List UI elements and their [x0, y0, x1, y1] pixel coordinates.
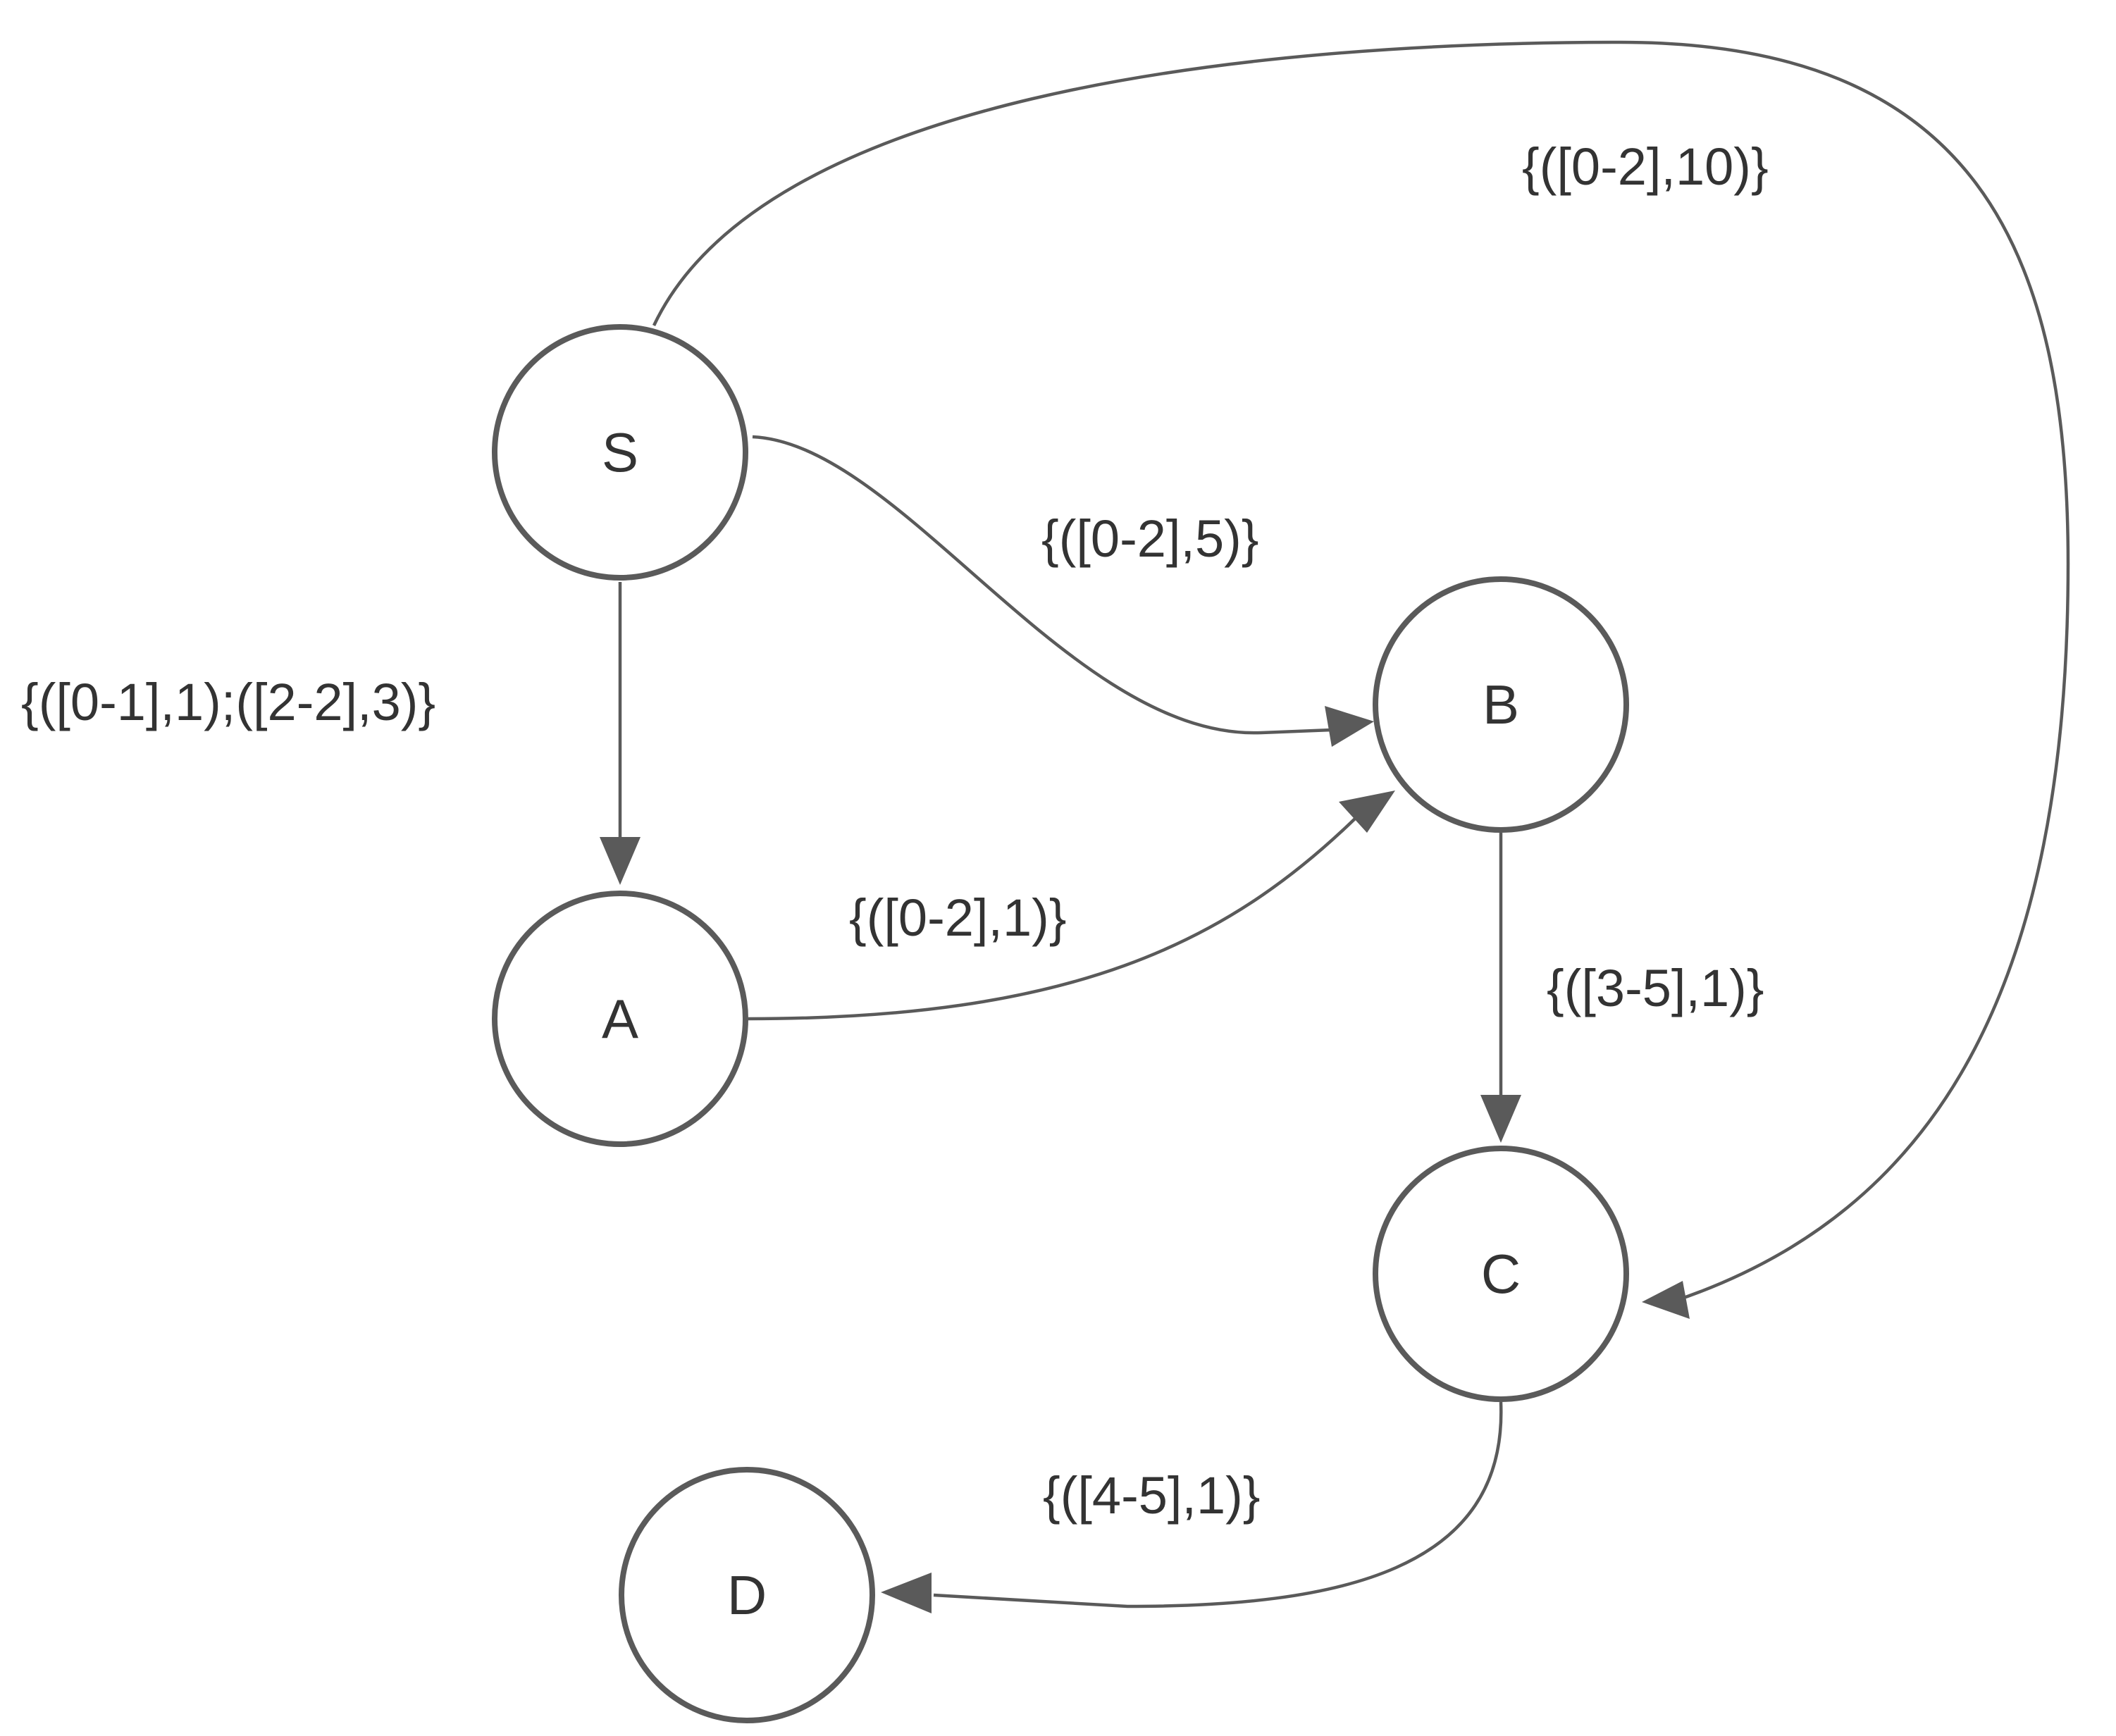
edge-s-to-c-line: [652, 40, 2070, 1303]
edge-label-s-to-a: {([0-1],1);([2-2],3)}: [21, 673, 435, 731]
edge-a-to-b-line: [748, 816, 1358, 1021]
edge-s-to-a: [600, 582, 641, 885]
node-s-circle: [492, 324, 748, 581]
node-d: D: [619, 1467, 875, 1723]
edge-s-to-c: [652, 40, 2070, 1319]
edge-s-to-c-arrowhead: [1642, 1281, 1690, 1319]
node-c-label: C: [1481, 1243, 1521, 1305]
edge-a-to-b: [748, 790, 1395, 1021]
edge-a-to-b-arrowhead: [1339, 790, 1395, 833]
node-b: B: [1373, 576, 1629, 833]
edge-label-s-to-b: {([0-2],5)}: [1041, 509, 1259, 568]
node-s-label: S: [602, 421, 638, 483]
edge-c-to-d-arrowhead: [881, 1573, 932, 1613]
node-c: C: [1373, 1146, 1629, 1402]
node-d-circle: [619, 1467, 875, 1723]
edge-s-to-a-arrowhead: [600, 837, 641, 885]
edge-c-to-d-line: [933, 1401, 1503, 1608]
edge-label-b-to-c: {([3-5],1)}: [1547, 959, 1764, 1017]
node-b-circle: [1373, 576, 1629, 833]
edge-label-s-to-c: {([0-2],10)}: [1522, 137, 1769, 196]
node-a: A: [492, 891, 748, 1147]
edge-c-to-d: [881, 1401, 1503, 1613]
edge-b-to-c-arrowhead: [1480, 1095, 1521, 1143]
node-a-label: A: [602, 988, 638, 1050]
edge-s-to-b-arrowhead: [1325, 706, 1374, 747]
node-s: S: [492, 324, 748, 581]
node-b-label: B: [1483, 674, 1519, 736]
node-c-circle: [1373, 1146, 1629, 1402]
edge-s-to-b-line: [752, 435, 1332, 735]
node-d-label: D: [727, 1564, 767, 1626]
node-a-circle: [492, 891, 748, 1147]
edge-b-to-c: [1480, 833, 1521, 1143]
edge-label-c-to-d: {([4-5],1)}: [1043, 1466, 1261, 1525]
edge-s-to-b: [752, 435, 1374, 747]
edge-label-a-to-b: {([0-2],1)}: [849, 888, 1067, 947]
